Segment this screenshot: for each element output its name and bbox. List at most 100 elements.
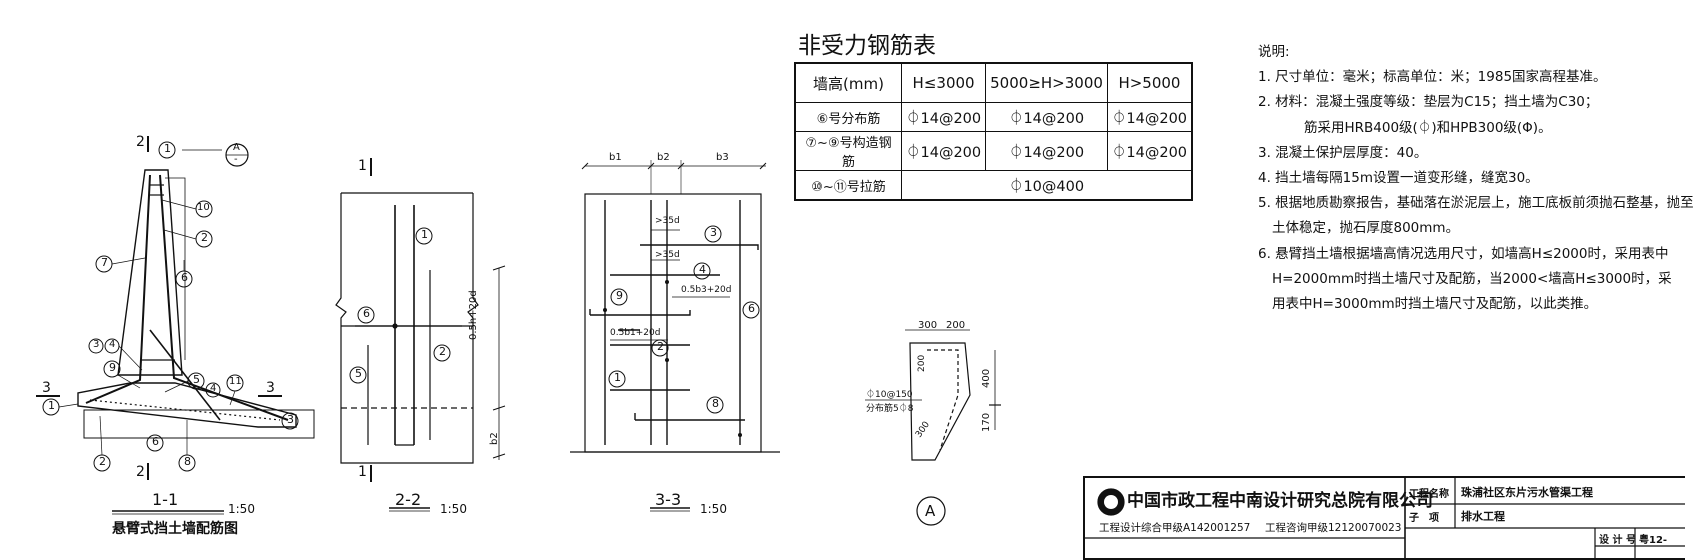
callout-label: 1	[421, 228, 428, 241]
note-line: 6. 悬臂挡土墙根据墙高情况选用尺寸，如墙高H≤2000时，采用表中	[1258, 245, 1669, 262]
callout-label: 6	[152, 435, 159, 448]
section-ref-top: A	[233, 142, 240, 153]
callout-label: 6	[363, 307, 370, 320]
callout-label: 9	[109, 361, 116, 374]
callout-circle	[103, 360, 121, 378]
rebar-dot	[738, 433, 742, 437]
callout-label: 3	[287, 413, 294, 426]
note-line: 土体稳定，抛石厚度800mm。	[1272, 220, 1460, 237]
note-line: 5. 根据地质勘察报告，基础落在淤泥层上，施工底板前须抛石整基，抛至	[1258, 195, 1694, 212]
detail-label: A	[925, 502, 936, 520]
callout-label: 10	[197, 202, 210, 213]
callout-label: 8	[184, 455, 191, 468]
company-cert: 工程咨询甲级12120070023	[1265, 522, 1402, 534]
table-title: 非受力钢筋表	[798, 33, 936, 59]
leader	[99, 415, 103, 456]
callout-label: 6	[748, 302, 755, 315]
table-cell: ⏀14@200	[985, 131, 1108, 171]
cut-label: 3	[42, 380, 51, 396]
leader	[163, 229, 197, 240]
dim-label: b2	[489, 432, 500, 445]
section-1-subtitle: 悬臂式挡土墙配筋图	[112, 521, 238, 537]
table-cell: ⑩~⑪号拉筋	[794, 170, 902, 201]
section-1-1	[36, 136, 315, 515]
callout-circle	[415, 227, 433, 245]
callout-label: 2	[439, 345, 446, 358]
section-2-scale: 1:50	[440, 502, 467, 516]
callout-label: 4	[109, 339, 116, 350]
callout-circle	[88, 338, 104, 354]
rebar-line	[640, 244, 759, 250]
rebar-dot	[665, 280, 669, 284]
detail-a	[865, 329, 1001, 526]
callout-circle	[742, 301, 760, 319]
blinding-layer	[83, 409, 315, 439]
leader	[161, 199, 197, 210]
callout-circle	[205, 382, 221, 398]
leader	[165, 177, 186, 360]
dim-label: b3	[716, 152, 729, 163]
callout-circle	[158, 141, 176, 159]
callout-label: 2	[657, 340, 664, 353]
callout-circle	[693, 262, 711, 280]
detail-outline	[909, 342, 971, 461]
section-ref-bottom: -	[234, 154, 238, 165]
detail-ref-circle	[916, 496, 946, 526]
rebar-line	[149, 329, 221, 421]
leader	[229, 390, 236, 406]
callout-circle	[146, 434, 164, 452]
notes-block: 说明: 1. 尺寸单位：毫米；标高单位：米；1985国家高程基准。 2. 材料：…	[1258, 40, 1694, 317]
table-cell: ⏀14@200	[985, 102, 1108, 132]
callout-label: 1	[48, 399, 55, 412]
callout-label: 5	[355, 367, 362, 380]
company-name: 中国市政工程中南设计研究总院有限公司	[1127, 491, 1433, 511]
design-no-label: 设 计 号	[1599, 535, 1636, 546]
wall-outline	[117, 169, 183, 376]
annotation: >35d	[655, 216, 680, 226]
table-cell: ⑥号分布筋	[794, 102, 902, 132]
title-block: 中国市政工程中南设计研究总院有限公司 工程设计综合甲级A142001257 工程…	[1083, 476, 1685, 560]
callout-label: 8	[712, 397, 719, 410]
note-line: 3. 混凝土保护层厚度：40。	[1258, 144, 1428, 161]
leader	[58, 403, 79, 408]
dim-tick	[759, 162, 767, 170]
dim-label: 170	[981, 412, 992, 432]
dim-label: 300	[918, 320, 938, 331]
annotation: 分布筋5⏀8	[866, 404, 914, 414]
company-cert: 工程设计综合甲级A142001257	[1099, 522, 1251, 534]
cut-label: 2	[136, 464, 145, 480]
annotation: >35d	[655, 250, 680, 260]
rebar-dot	[392, 323, 398, 329]
dim-label: b1	[609, 152, 622, 163]
dim-tick	[492, 265, 506, 271]
section-outline	[584, 193, 762, 453]
callout-label: 9	[616, 289, 623, 302]
note-line: 1. 尺寸单位：毫米；标高单位：米；1985国家高程基准。	[1258, 69, 1607, 86]
subitem-value: 排水工程	[1461, 510, 1505, 523]
section-2-caption: 2-2	[395, 490, 422, 509]
dim-label: b2	[657, 152, 670, 163]
section-1-scale: 1:50	[228, 502, 255, 516]
section-3-caption: 3-3	[655, 490, 682, 509]
callout-circle	[357, 306, 375, 324]
dim-tick	[492, 453, 506, 459]
table-header-row: 墙高(mm) H≤3000 5000≥H>3000 H>5000	[794, 62, 1193, 103]
cut-label: 3	[266, 380, 275, 396]
note-line: 4. 挡土墙每隔15m设置一道变形缝，缝宽30。	[1258, 170, 1539, 187]
table-cell: ⏀14@200	[1106, 102, 1193, 132]
leader	[117, 374, 141, 389]
note-line: 2. 材料：混凝土强度等级：垫层为C15；挡土墙为C30；	[1258, 94, 1599, 111]
table-header-cell: 墙高(mm)	[794, 62, 902, 103]
note-line: H=2000mm时挡土墙尺寸及配筋，当2000<墙高H≤3000时，采	[1272, 270, 1672, 287]
section-outline	[335, 193, 479, 464]
table-row: ⑦~⑨号构造钢筋 ⏀14@200 ⏀14@200 ⏀14@200	[794, 131, 1193, 171]
project-label: 工程名称	[1409, 489, 1449, 500]
callout-circle	[704, 225, 722, 243]
project-value: 珠浦社区东片污水管渠工程	[1461, 486, 1593, 499]
rebar-line	[89, 399, 281, 421]
callout-label: 4	[699, 263, 706, 276]
table-cell: ⏀14@200	[1106, 131, 1193, 171]
design-no-value: 粤12-	[1639, 535, 1668, 546]
drawing-canvas	[36, 136, 1001, 526]
section-1-caption: 1-1	[152, 490, 179, 509]
